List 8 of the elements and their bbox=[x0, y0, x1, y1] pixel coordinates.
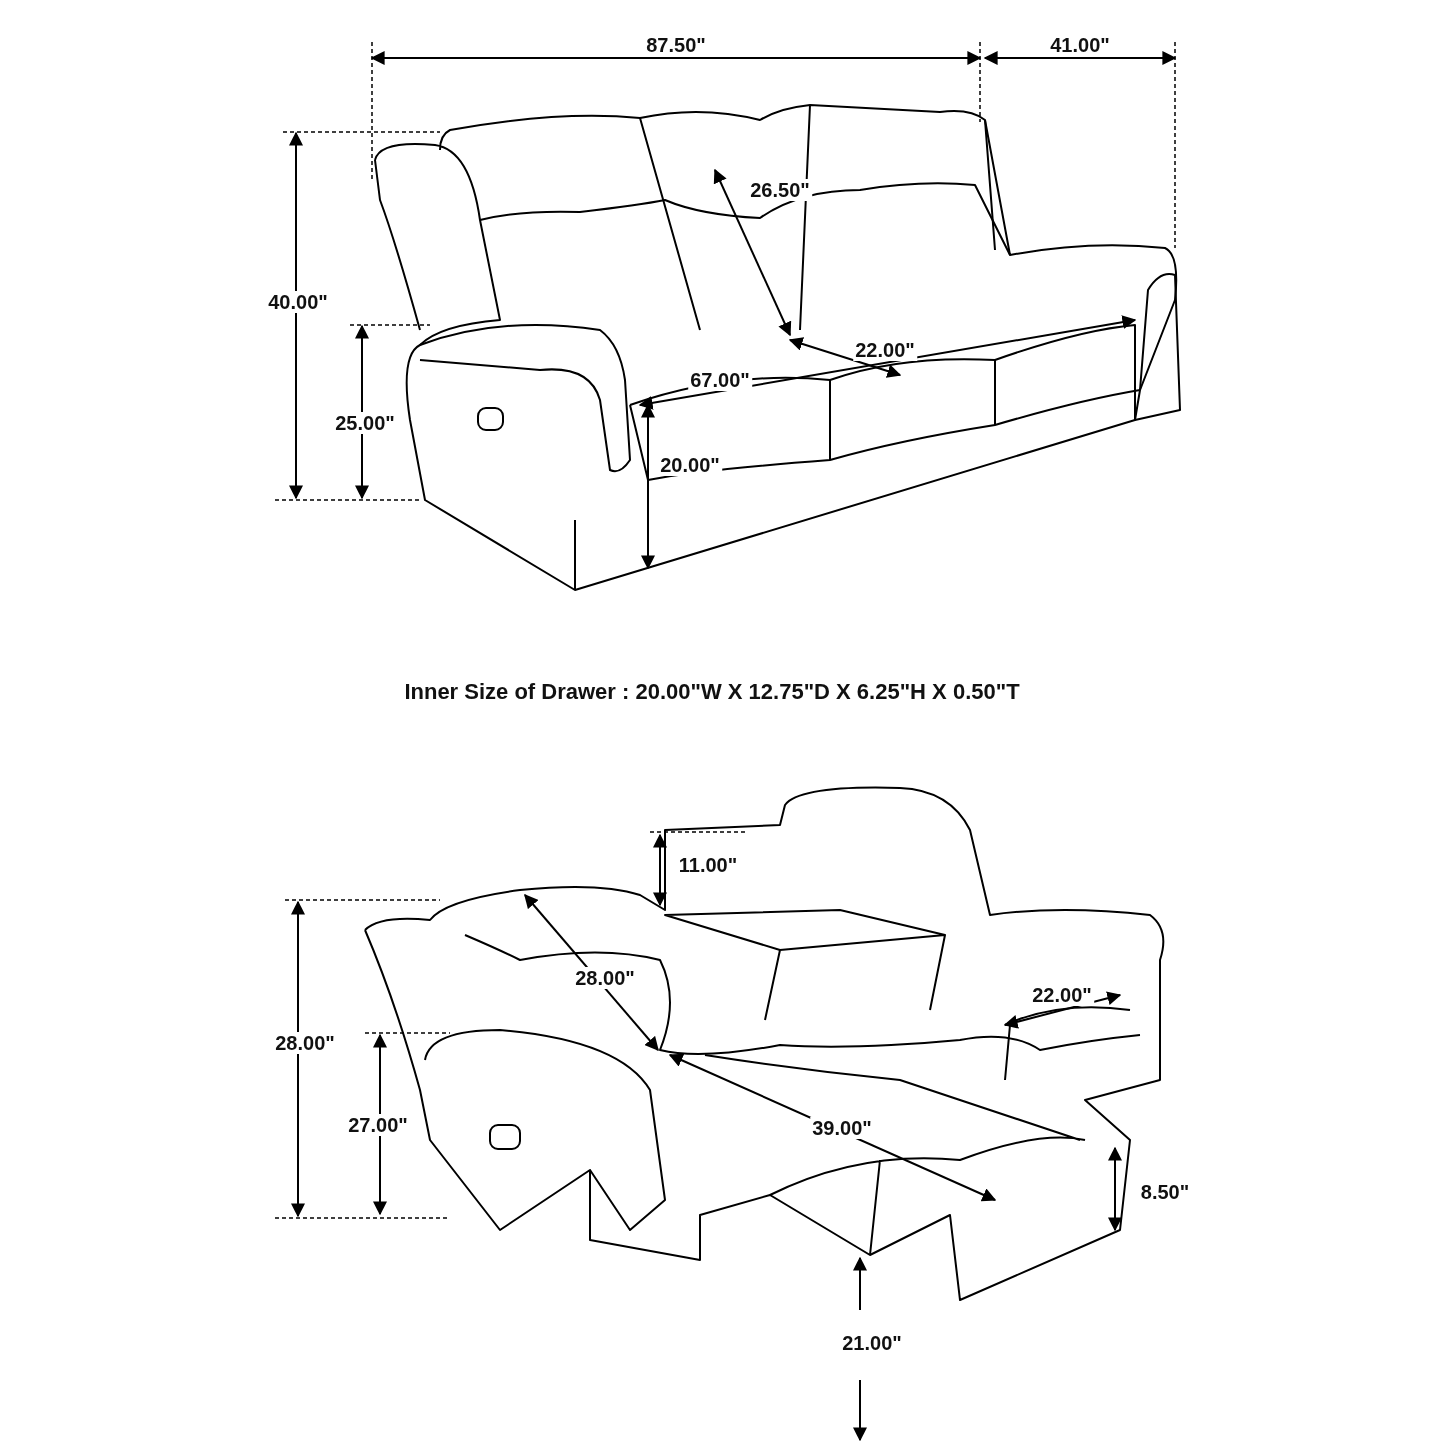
dimension-label: 25.00" bbox=[333, 412, 397, 434]
dimension-label: 28.00" bbox=[273, 1032, 337, 1054]
dimension-label: 28.00" bbox=[573, 967, 637, 989]
dimension-label: 39.00" bbox=[810, 1117, 874, 1139]
dimension-label: 27.00" bbox=[346, 1114, 410, 1136]
drawer-size-note: Inner Size of Drawer : 20.00"W X 12.75"D X 6.25"H X 0.50"T bbox=[403, 679, 1021, 705]
dimension-label: 40.00" bbox=[266, 291, 330, 313]
dimension-label: 26.50" bbox=[748, 179, 812, 201]
